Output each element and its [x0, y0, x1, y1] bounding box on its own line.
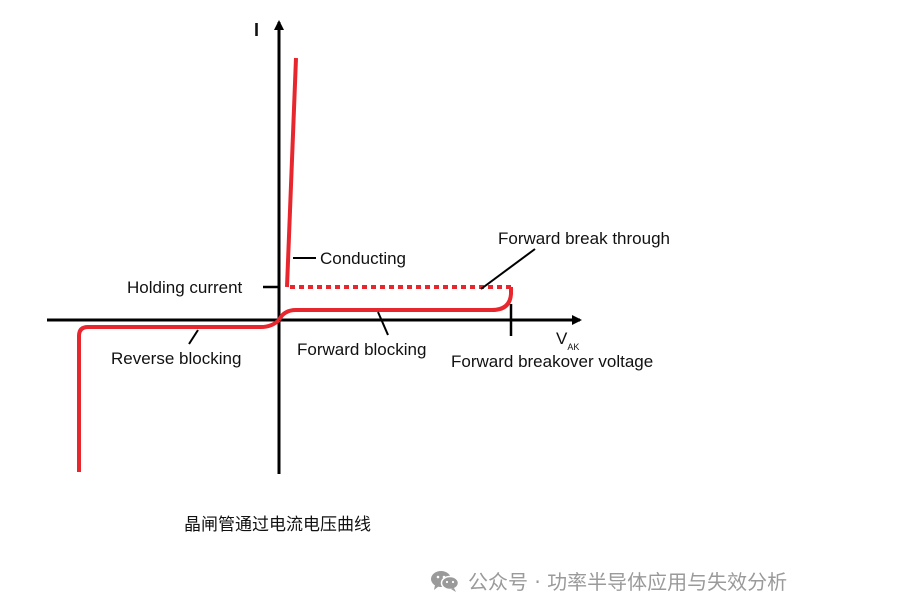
figure-caption: 晶闸管通过电流电压曲线 — [184, 515, 371, 535]
forward-break-through-leader — [480, 248, 536, 290]
x-axis-label-subscript: AK — [567, 342, 579, 352]
forward-breakover-voltage-label: Forward breakover voltage — [451, 352, 653, 371]
forward-blocking-leader — [377, 311, 389, 336]
forward-blocking-curve — [277, 287, 513, 321]
y-axis-label: I — [254, 20, 259, 40]
forward-break-through-label: Forward break through — [498, 229, 670, 248]
conducting-label: Conducting — [320, 249, 406, 268]
watermark-text: 公众号 · 功率半导体应用与失效分析 — [468, 570, 788, 594]
wechat-icon — [431, 570, 460, 592]
conducting-curve — [285, 57, 298, 288]
reverse-blocking-label: Reverse blocking — [111, 349, 241, 368]
reverse-blocking-curve — [77, 318, 281, 472]
watermark: 公众号 · 功率半导体应用与失效分析 — [430, 566, 787, 595]
forward-blocking-label: Forward blocking — [297, 340, 426, 359]
holding-current-label: Holding current — [127, 278, 243, 297]
reverse-blocking-leader — [188, 329, 199, 345]
x-axis-label: VAK — [556, 329, 579, 352]
